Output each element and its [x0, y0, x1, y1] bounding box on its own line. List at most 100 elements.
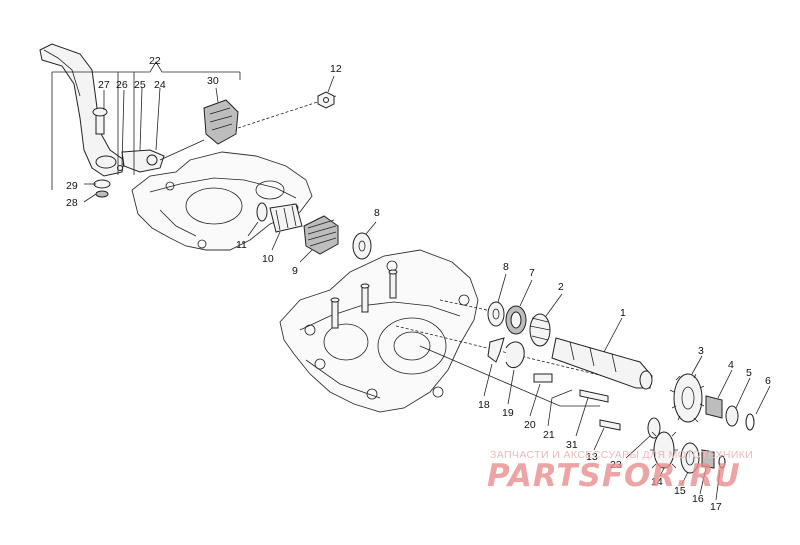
leader-21: [547, 389, 573, 427]
part-label-17: 17: [710, 501, 722, 513]
part-label-15: 15: [674, 485, 686, 497]
leader-26: [121, 89, 125, 166]
thrust-washer-upper: [352, 232, 372, 260]
part-label-12: 12: [330, 63, 342, 75]
short-bolt: [599, 419, 621, 431]
leader-9: [299, 249, 313, 263]
part-label-3: 3: [698, 345, 704, 357]
leader-1: [603, 317, 623, 353]
part-label-5: 5: [746, 367, 752, 379]
leader-6: [755, 385, 771, 415]
leader-18: [483, 363, 493, 397]
guide-part: [203, 99, 239, 145]
part-label-16: 16: [692, 493, 704, 505]
part-label-31: 31: [566, 439, 578, 451]
part-label-13: 13: [586, 451, 598, 463]
shim-washer: [647, 417, 661, 439]
part-label-8-lower: 8: [503, 261, 509, 273]
crankcase: [279, 249, 479, 413]
long-bolt: [579, 389, 609, 403]
leader-30: [215, 87, 219, 103]
part-label-7: 7: [529, 267, 535, 279]
leader-13: [593, 427, 605, 451]
drive-gear: [650, 431, 678, 469]
part-label-14: 14: [651, 476, 663, 488]
leader-8-upper: [365, 221, 377, 235]
part-label-19: 19: [502, 407, 514, 419]
idler-washer: [725, 405, 739, 427]
sleeve: [505, 305, 527, 335]
part-label-22: 22: [149, 55, 161, 67]
stop-plate: [487, 337, 505, 363]
part-label-25: 25: [134, 79, 146, 91]
leader-11: [247, 221, 259, 237]
watermark-logo: PARTSFOR.RU: [487, 458, 741, 494]
part-label-29: 29: [66, 180, 78, 192]
idler-gear: [669, 373, 705, 423]
part-label-27: 27: [98, 79, 110, 91]
retaining-ring: [256, 202, 268, 222]
part-label-21: 21: [543, 429, 555, 441]
part-label-26: 26: [116, 79, 128, 91]
group-bracket-22: [51, 61, 241, 190]
leader-12: [327, 75, 335, 93]
leader-4: [717, 369, 733, 399]
gear-circlip: [718, 455, 726, 469]
leader-20: [529, 383, 541, 417]
assembly-axis-lower: [419, 345, 600, 407]
watermark-caption: ЗАПЧАСТИ И АКСЕССУАРЫ ДЛЯ МОТОТЕХНИКИ: [490, 449, 754, 461]
dash-24-30: [159, 139, 205, 161]
part-label-8-upper: 8: [374, 207, 380, 219]
part-label-23: 23: [610, 459, 622, 471]
leader-24: [155, 87, 161, 151]
part-label-11: 11: [236, 239, 247, 251]
part-label-30: 30: [207, 75, 219, 87]
leader-2: [545, 293, 563, 317]
nut: [317, 91, 335, 109]
part-label-9: 9: [292, 265, 298, 277]
leader-8-lower: [497, 273, 507, 303]
leader-17: [715, 469, 721, 501]
leader-7: [519, 279, 533, 307]
leader-15: [681, 471, 689, 485]
thrust-washer-lower: [487, 301, 505, 327]
leader-31: [575, 397, 589, 437]
part-label-6: 6: [765, 375, 771, 387]
driven-gear: [680, 442, 700, 474]
leader-23: [625, 435, 651, 459]
kick-spring: [303, 215, 339, 255]
gear-bushing: [701, 449, 715, 469]
lower-washers: [93, 179, 111, 198]
leader-25: [139, 87, 143, 151]
leader-14: [659, 467, 665, 477]
part-label-28: 28: [66, 197, 78, 209]
small-washer: [117, 165, 123, 171]
part-label-4: 4: [728, 359, 734, 371]
assembly-axis-upper: [439, 299, 497, 313]
leader-16: [699, 467, 707, 495]
kick-gear: [529, 313, 551, 347]
part-label-1: 1: [620, 307, 626, 319]
needle-bearing: [705, 395, 723, 419]
leader-10: [271, 231, 281, 251]
leader-5: [735, 377, 751, 409]
leader-3: [691, 355, 703, 375]
pivot-pin: [92, 107, 108, 135]
part-label-24: 24: [154, 79, 166, 91]
kickstart-lever: [39, 43, 125, 177]
ratchet: [269, 203, 303, 233]
spring-clip: [505, 341, 525, 369]
part-label-20: 20: [524, 419, 536, 431]
leader-19: [507, 369, 515, 405]
leader-28: [83, 193, 97, 203]
idler-circlip: [745, 413, 755, 431]
part-label-10: 10: [262, 253, 274, 265]
locating-pin: [533, 373, 553, 383]
part-label-2: 2: [558, 281, 564, 293]
kick-shaft: [551, 337, 653, 390]
lever-boss: [121, 149, 165, 173]
part-label-18: 18: [478, 399, 490, 411]
crankcase-studs: [330, 269, 398, 329]
